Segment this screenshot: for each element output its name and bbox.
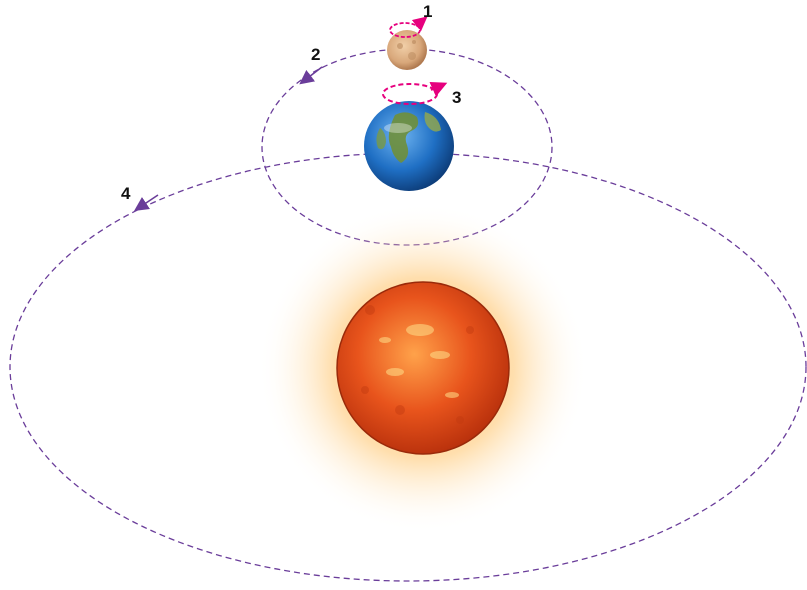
label-earth-orbit: 4 (121, 184, 131, 203)
moon-icon (387, 30, 427, 70)
label-earth-rotation: 3 (452, 88, 461, 107)
label-moon-orbit: 2 (311, 45, 320, 64)
label-moon-rotation: 1 (423, 2, 432, 21)
earth-orbit-arrow-icon (134, 194, 159, 211)
sun-icon (258, 203, 588, 533)
moon-rotation-arrow-icon (411, 16, 428, 32)
earth-rotation-arrow-icon (429, 81, 448, 97)
moon-orbit-arrow-icon (299, 66, 323, 85)
earth-icon (364, 101, 454, 191)
earth-rotation-path (382, 83, 438, 105)
